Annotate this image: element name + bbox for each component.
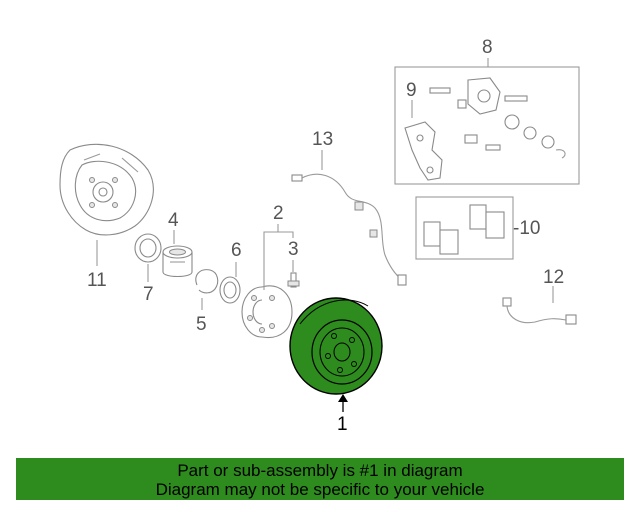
brake-pads-part[interactable] <box>423 204 505 255</box>
callout-5: 5 <box>196 314 207 335</box>
arrowhead-1 <box>338 394 348 402</box>
bearing-part[interactable] <box>162 245 193 278</box>
callout-8: 8 <box>482 37 493 58</box>
caliper-assembly-part[interactable] <box>404 77 566 181</box>
notice-line-1: Part or sub-assembly is #1 in diagram <box>177 461 463 480</box>
brake-pads-box <box>415 196 514 260</box>
callout-1: 1 <box>337 414 348 435</box>
backing-plate-part[interactable] <box>59 143 154 236</box>
callout-3: 3 <box>288 239 299 260</box>
brake-rotor-part[interactable] <box>289 297 383 395</box>
callout-13: 13 <box>312 129 333 150</box>
notice-line-2: Diagram may not be specific to your vehi… <box>155 480 485 499</box>
callout-12: 12 <box>543 267 564 288</box>
hub-bolt-part[interactable] <box>287 272 300 288</box>
callout-11: 11 <box>87 270 107 291</box>
callout-9: 9 <box>406 80 417 101</box>
caliper-assembly-box <box>394 66 580 185</box>
callout-10: -10 <box>513 218 540 239</box>
callout-4: 4 <box>168 210 179 231</box>
hub-part[interactable] <box>241 285 293 339</box>
seal-part[interactable] <box>219 276 241 304</box>
notice-banner: Part or sub-assembly is #1 in diagram Di… <box>16 458 624 500</box>
callout-6: 6 <box>231 240 242 261</box>
brake-hose-part[interactable] <box>502 297 577 325</box>
callout-7: 7 <box>143 284 154 305</box>
callout-2: 2 <box>273 203 284 224</box>
snap-ring-part[interactable] <box>195 269 219 294</box>
cap-part[interactable] <box>134 233 162 263</box>
abs-sensor-part[interactable] <box>291 173 407 286</box>
